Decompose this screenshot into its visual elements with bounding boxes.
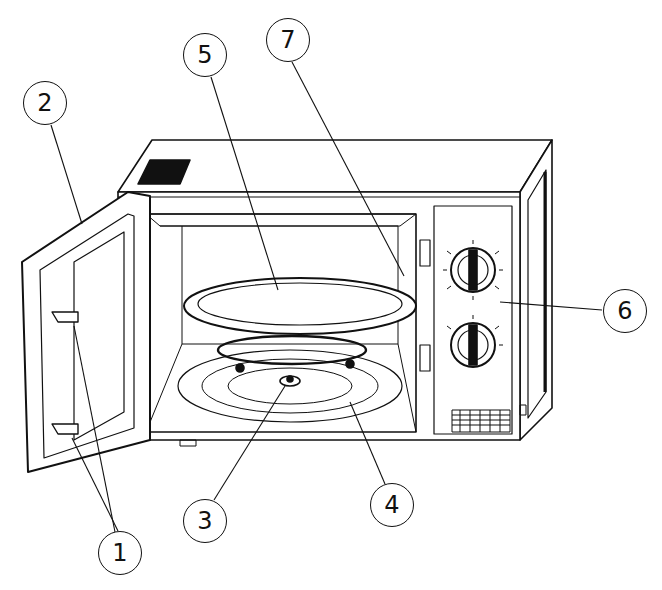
callout-circle: 5 [183,33,227,77]
callout-number: 2 [37,91,52,115]
callout-circle: 6 [603,289,647,333]
callout-circle: 1 [98,531,142,575]
callout-number: 3 [197,509,212,533]
callout-number: 7 [280,28,295,52]
callout-circle: 3 [183,499,227,543]
callout-number: 6 [617,299,632,323]
callout-number: 5 [197,43,212,67]
callout-number: 4 [384,493,399,517]
callout-circle: 7 [266,18,310,62]
callout-circle: 4 [370,483,414,527]
callout-number: 1 [112,541,127,565]
callout-circle: 2 [23,81,67,125]
